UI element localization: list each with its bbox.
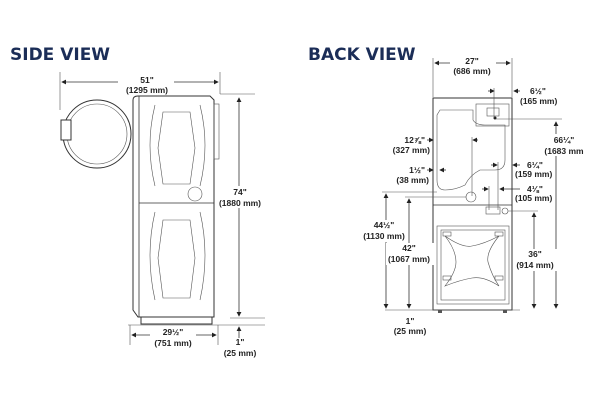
back-view-title: BACK VIEW [308, 45, 416, 65]
height-in: 74" [233, 187, 247, 197]
appliance-side [128, 95, 265, 326]
height-c-mm: (914 mm) [516, 260, 553, 270]
side-c-mm: (159 mm) [515, 169, 552, 179]
depth-open-mm: (1295 mm) [126, 85, 168, 95]
side-view-title: SIDE VIEW [10, 45, 110, 65]
side-d-in: 4⅛" [527, 184, 543, 194]
vent-offset-mm: (165 mm) [520, 96, 557, 106]
clearance-in: 1" [236, 337, 245, 347]
side-b-in: 1½" [409, 165, 425, 175]
door [60, 99, 132, 169]
side-d-mm: (105 mm) [515, 193, 552, 203]
height-mm: (1880 mm) [219, 198, 261, 208]
depth-open-in: 51" [140, 75, 154, 85]
height-a-mm: (1130 mm) [363, 231, 405, 241]
side-a-in: 12⅞" [404, 135, 425, 145]
side-a-mm: (327 mm) [393, 145, 430, 155]
back-view: BACK VIEW 27" (686 mm) [308, 45, 592, 336]
height-b-in: 42" [402, 243, 416, 253]
back-clearance-mm: (25 mm) [394, 326, 427, 336]
depth-in: 29½" [163, 327, 184, 337]
height-c-in: 36" [528, 249, 542, 259]
appliance-back [385, 97, 520, 313]
vent-height-mm: (1683 mm [544, 146, 584, 156]
back-clearance-in: 1" [406, 316, 415, 326]
depth-mm: (751 mm) [154, 338, 191, 348]
side-view: SIDE VIEW 51" (1295 mm) [10, 45, 265, 358]
width-mm: (686 mm) [453, 66, 490, 76]
side-b-mm: (38 mm) [396, 175, 429, 185]
vent-offset-in: 6½" [530, 86, 546, 96]
width-in: 27" [465, 56, 479, 66]
height-b-mm: (1067 mm) [388, 254, 430, 264]
clearance-mm: (25 mm) [224, 348, 257, 358]
side-c-in: 6¼" [527, 160, 543, 170]
height-a-in: 44½" [374, 220, 395, 230]
vent-height-in: 66¼" [554, 135, 575, 145]
